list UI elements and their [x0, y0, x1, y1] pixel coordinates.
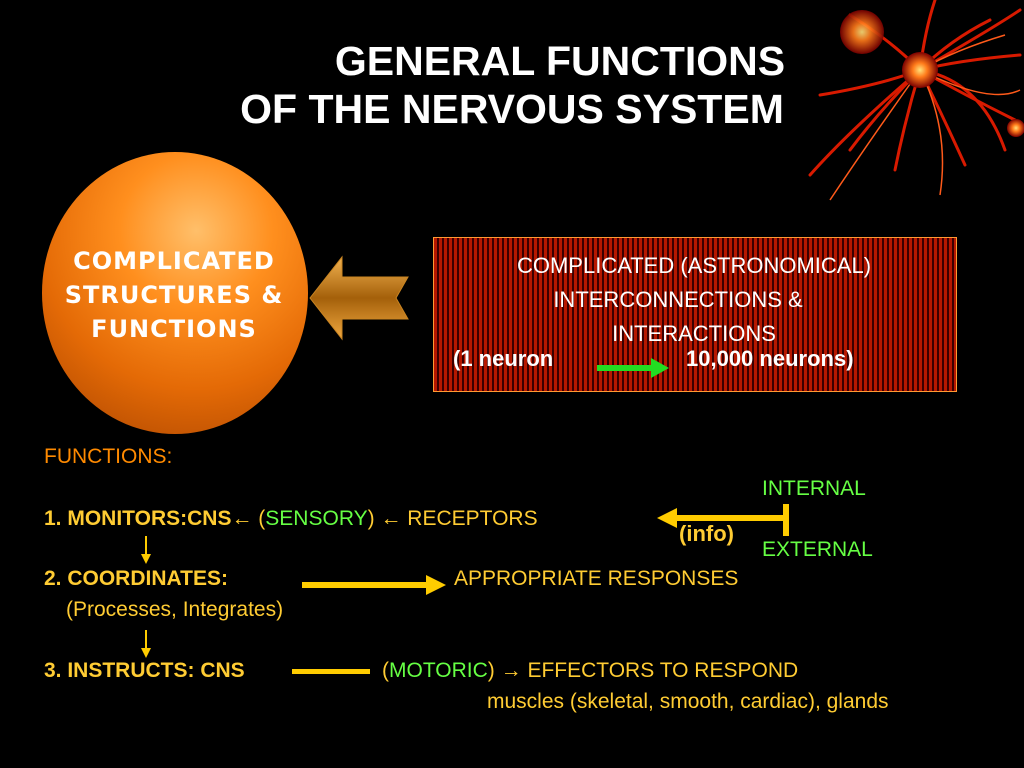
- functions-heading: FUNCTIONS:: [44, 445, 173, 468]
- monitors-line: 1. MONITORS:CNS← (SENSORY) ← RECEPTORS: [44, 506, 538, 532]
- circle-text-line2: STRUCTURES &: [64, 281, 284, 309]
- paren-open-3: (: [382, 659, 389, 682]
- green-right-arrow: [597, 358, 669, 378]
- receptors-label: RECEPTORS: [401, 507, 538, 530]
- circle-text-line1: COMPLICATED: [73, 247, 275, 275]
- interconnections-box: [433, 237, 957, 392]
- paren-close: ): [367, 507, 381, 530]
- paren-close-3: ): [487, 659, 501, 682]
- box-text-line1: COMPLICATED (ASTRONOMICAL): [516, 253, 872, 278]
- muscles-glands-label: muscles (skeletal, smooth, cardiac), gla…: [487, 690, 889, 713]
- neuron-from-label: (1 neuron: [453, 346, 554, 371]
- box-text-line2: INTERCONNECTIONS &: [553, 287, 803, 312]
- coordinates-right-arrow: [302, 575, 446, 595]
- left-arrow-glyph-2: ←: [380, 507, 402, 530]
- effectors-label: EFFECTORS TO RESPOND: [521, 659, 799, 682]
- box-text-line3: INTERACTIONS: [612, 321, 776, 346]
- big-left-arrow: [309, 255, 409, 341]
- left-arrow-glyph: ←: [231, 507, 253, 530]
- paren-open: (: [252, 507, 266, 530]
- motoric-line: (MOTORIC) → EFFECTORS TO RESPOND: [382, 658, 798, 684]
- page-title-line2: OF THE NERVOUS SYSTEM: [240, 86, 784, 132]
- info-bracket-arrow: [657, 504, 789, 536]
- circle-text-line3: FUNCTIONS: [91, 315, 257, 343]
- down-arrow-1: [141, 536, 151, 564]
- neuron-to-label: 10,000 neurons): [686, 346, 854, 371]
- instructs-line: [292, 669, 370, 674]
- motoric-label: MOTORIC: [389, 659, 488, 682]
- coordinates-label: 2. COORDINATES:: [44, 567, 228, 590]
- internal-label: INTERNAL: [762, 477, 866, 500]
- firework-decoration: [808, 0, 1024, 201]
- right-arrow-glyph: →: [500, 659, 522, 682]
- appropriate-responses-label: APPROPRIATE RESPONSES: [454, 567, 739, 590]
- info-label: (info): [679, 521, 734, 546]
- structures-circle: [42, 152, 308, 434]
- page-title-line1: GENERAL FUNCTIONS: [334, 38, 786, 84]
- monitors-label: 1. MONITORS:CNS: [44, 507, 232, 530]
- external-label: EXTERNAL: [762, 538, 873, 561]
- processes-integrates-label: (Processes, Integrates): [66, 598, 284, 621]
- down-arrow-2: [141, 630, 151, 658]
- sensory-label: SENSORY: [265, 507, 368, 530]
- instructs-label: 3. INSTRUCTS: CNS: [44, 659, 245, 682]
